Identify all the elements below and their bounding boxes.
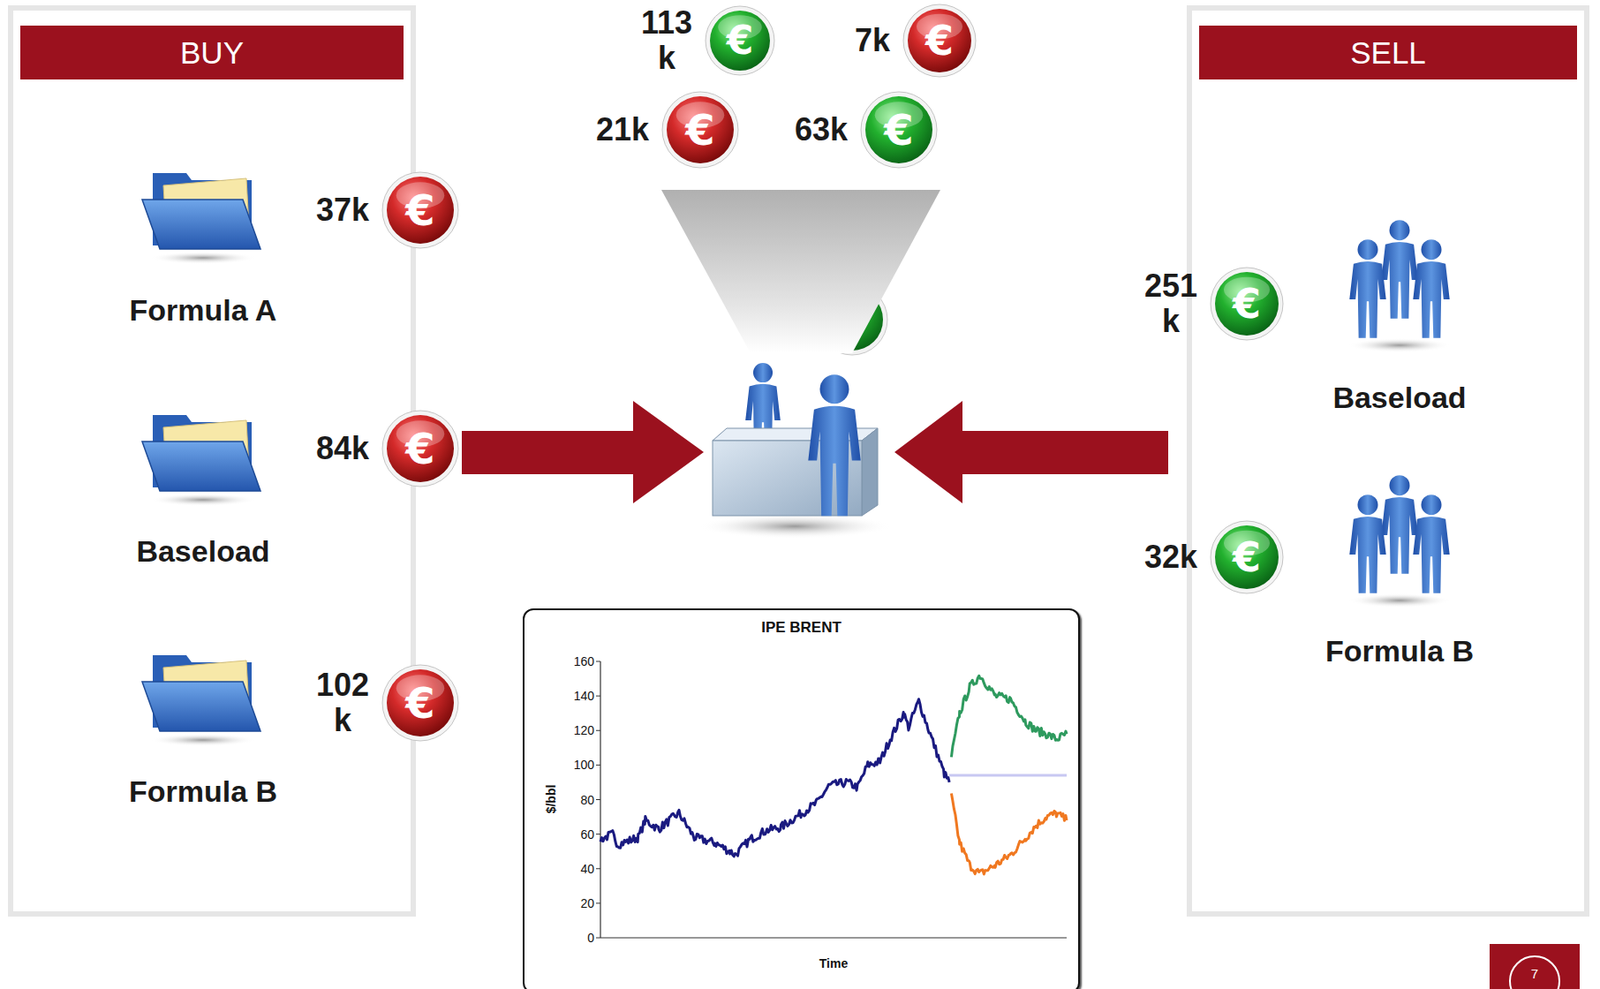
cost-coin: €84k bbox=[381, 409, 460, 488]
icon-label: Baseload bbox=[1323, 378, 1476, 416]
tick-label: 100 bbox=[573, 756, 595, 773]
sell-panel: SELL €251 k Baseload €32kFormula B bbox=[1186, 5, 1590, 917]
amount-label: 7k bbox=[854, 22, 891, 59]
gain-coin: €251 k bbox=[1209, 266, 1284, 341]
currency-symbol: € bbox=[860, 90, 938, 169]
buy-panel: BUYFormula A€37kBaseload€84kFormula B€10… bbox=[7, 5, 416, 917]
price-line bbox=[950, 675, 1067, 757]
gain-coin: €63k bbox=[860, 90, 938, 169]
amount-label: 84k bbox=[316, 430, 370, 467]
currency-symbol: € bbox=[704, 5, 776, 76]
page-number-text: 7 bbox=[1489, 966, 1580, 982]
cost-coin: €21k bbox=[661, 90, 740, 169]
tick-label: 60 bbox=[580, 826, 595, 843]
amount-label: 113 k bbox=[641, 5, 693, 77]
cost-coin: €102 k bbox=[381, 664, 460, 742]
cost-coin: €37k bbox=[381, 171, 460, 250]
tick-label: 160 bbox=[573, 653, 595, 670]
customer-group: Baseload bbox=[1323, 218, 1476, 419]
icon-label: Baseload bbox=[127, 532, 280, 570]
funnel bbox=[661, 189, 941, 354]
customer-group: Formula B bbox=[1316, 474, 1484, 672]
tick-label: 20 bbox=[580, 895, 595, 912]
contract-folder: Baseload bbox=[127, 407, 280, 573]
trader-desk bbox=[697, 362, 892, 539]
folder-icon bbox=[136, 648, 270, 748]
gain-coin: €32k bbox=[1209, 520, 1284, 595]
currency-symbol: € bbox=[381, 171, 460, 250]
axis-title: Time bbox=[819, 956, 848, 971]
panel-header: BUY bbox=[20, 25, 404, 80]
price-line bbox=[950, 792, 1067, 874]
tick-label: 120 bbox=[573, 722, 595, 739]
flow-arrow bbox=[461, 400, 704, 504]
people-icon bbox=[1342, 218, 1457, 354]
amount-label: 37k bbox=[316, 192, 370, 228]
currency-symbol: € bbox=[1209, 266, 1284, 341]
panel-header: SELL bbox=[1199, 25, 1578, 80]
cost-coin: €7k bbox=[902, 3, 977, 78]
chart-title: IPE BRENT bbox=[524, 618, 1079, 637]
tick-label: 0 bbox=[587, 929, 595, 946]
page-number: 7 bbox=[1489, 943, 1580, 989]
currency-symbol: € bbox=[381, 409, 460, 488]
axis-title: $/bbl bbox=[543, 784, 559, 815]
folder-icon bbox=[136, 166, 270, 265]
price-line bbox=[949, 774, 1067, 778]
folder-icon bbox=[136, 407, 270, 507]
currency-symbol: € bbox=[661, 90, 740, 169]
flow-arrow bbox=[894, 400, 1169, 504]
tick-label: 80 bbox=[580, 792, 595, 808]
tick-label: 40 bbox=[580, 860, 595, 877]
icon-label: Formula B bbox=[120, 772, 287, 810]
currency-symbol: € bbox=[1209, 520, 1284, 595]
icon-label: Formula B bbox=[1316, 632, 1484, 670]
price-chart: IPE BRENT $/bblTime 160 140 120 100 80 60 40 20 0 bbox=[522, 608, 1080, 989]
amount-label: 32k bbox=[1144, 539, 1198, 575]
icon-label: Formula A bbox=[120, 291, 287, 329]
amount-label: 251 k bbox=[1144, 268, 1198, 340]
currency-symbol: € bbox=[902, 3, 977, 78]
contract-folder: Formula B bbox=[120, 648, 287, 813]
currency-symbol: € bbox=[381, 664, 460, 742]
amount-label: 102 k bbox=[316, 667, 370, 740]
gain-coin: €113 k bbox=[704, 5, 776, 76]
amount-label: 63k bbox=[794, 112, 848, 148]
people-icon bbox=[1342, 474, 1457, 609]
tick-label: 140 bbox=[573, 687, 595, 704]
amount-label: 21k bbox=[596, 112, 650, 148]
chart-plot bbox=[524, 610, 1079, 989]
contract-folder: Formula A bbox=[120, 166, 287, 332]
price-line bbox=[600, 699, 950, 857]
